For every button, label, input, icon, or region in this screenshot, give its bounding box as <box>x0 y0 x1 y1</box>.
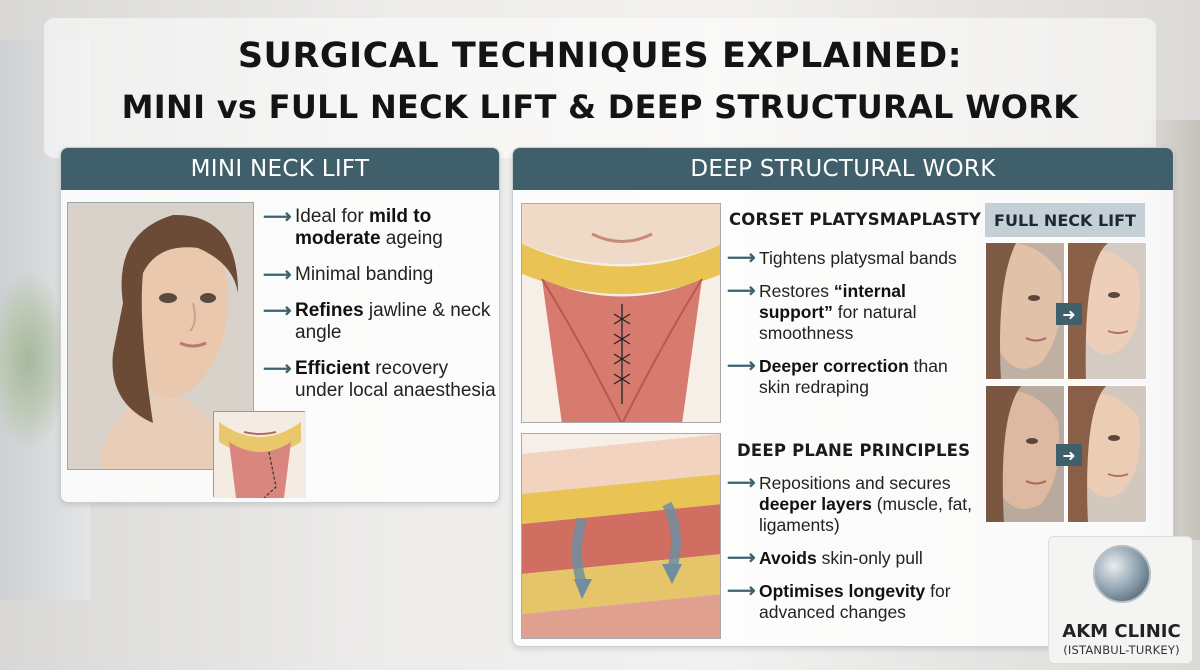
mini-neck-lift-bullets: ⟶ Ideal for mild to moderate ageing ⟶ Mi… <box>263 206 499 416</box>
list-item: ⟶ Refines jawline & neck angle <box>263 300 491 343</box>
clinic-location: (ISTANBUL-TURKEY) <box>1063 643 1180 657</box>
list-item: ⟶ Repositions and secures deeper layers … <box>727 472 973 536</box>
platysma-corset-illustration <box>521 203 721 423</box>
title-panel <box>44 18 1156 158</box>
neck-incision-inset-image <box>213 411 306 499</box>
before-photo-1 <box>985 242 1065 380</box>
list-item: ⟶ Ideal for mild to moderate ageing <box>263 206 443 249</box>
corset-platysmaplasty-heading: CORSET PLATYSMAPLASTY <box>729 210 982 229</box>
mini-neck-lift-card: MINI NECK LIFT ⟶ Ideal for mild to moder… <box>60 147 500 503</box>
list-item: ⟶ Minimal banding <box>263 264 434 286</box>
right-arrow-icon: ⟶ <box>263 358 292 380</box>
deep-structural-work-card: DEEP STRUCTURAL WORK CORSET PL <box>512 147 1174 647</box>
right-arrow-icon: ⟶ <box>727 355 756 377</box>
right-arrow-icon: ⟶ <box>263 206 292 228</box>
corset-bullets: ⟶ Tightens platysmal bands ⟶ Restores “i… <box>727 248 977 410</box>
page-title-line1: SURGICAL TECHNIQUES EXPLAINED: <box>237 36 963 76</box>
list-item: ⟶ Restores “internal support” for natura… <box>727 280 917 344</box>
clinic-name: AKM CLINIC <box>1062 621 1181 642</box>
deep-plane-layers-illustration <box>521 433 721 639</box>
list-item: ⟶ Optimises longevity for advanced chang… <box>727 580 951 623</box>
before-after-arrow-icon: ➜ <box>1056 444 1082 466</box>
before-photo-2 <box>985 385 1065 523</box>
full-neck-lift-label: FULL NECK LIFT <box>985 203 1145 237</box>
before-after-arrow-icon: ➜ <box>1056 303 1082 325</box>
page-title-line2: MINI vs FULL NECK LIFT & DEEP STRUCTURAL… <box>121 88 1079 126</box>
clinic-logo-icon <box>1093 545 1151 603</box>
list-item: ⟶ Deeper correction than skin redraping <box>727 355 948 398</box>
right-arrow-icon: ⟶ <box>727 580 756 602</box>
after-photo-1 <box>1067 242 1147 380</box>
background-plant <box>0 270 70 450</box>
deep-plane-principles-heading: DEEP PLANE PRINCIPLES <box>737 441 971 460</box>
clinic-logo: AKM CLINIC (ISTANBUL-TURKEY) <box>1048 536 1193 664</box>
list-item: ⟶ Tightens platysmal bands <box>727 247 957 269</box>
woman-portrait-image <box>67 202 254 470</box>
deep-structural-work-header: DEEP STRUCTURAL WORK <box>513 148 1173 190</box>
list-item: ⟶ Efficient recovery under local anaesth… <box>263 358 496 401</box>
mini-neck-lift-header: MINI NECK LIFT <box>61 148 499 190</box>
right-arrow-icon: ⟶ <box>727 247 756 269</box>
right-arrow-icon: ⟶ <box>727 472 756 494</box>
right-arrow-icon: ⟶ <box>727 280 756 302</box>
deep-plane-bullets: ⟶ Repositions and secures deeper layers … <box>727 473 977 635</box>
right-arrow-icon: ⟶ <box>263 300 292 322</box>
right-arrow-icon: ⟶ <box>727 547 756 569</box>
right-arrow-icon: ⟶ <box>263 264 292 286</box>
list-item: ⟶ Avoids skin-only pull <box>727 547 923 569</box>
